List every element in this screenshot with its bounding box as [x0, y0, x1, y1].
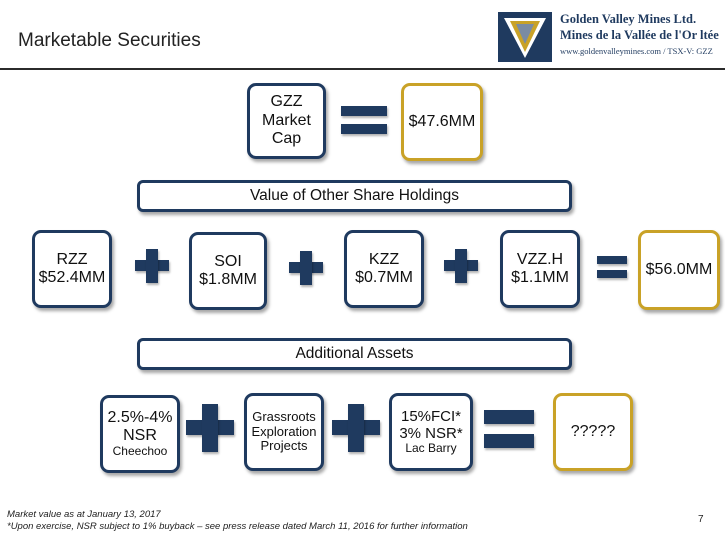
holding-kzz-ticker: KZZ [368, 250, 400, 268]
asset-nsr-rate: 2.5%-4% [107, 408, 173, 426]
gzz-label: GZZ [270, 93, 303, 111]
asset-grassroots-line2: Exploration [251, 423, 317, 439]
cap-label: Cap [271, 130, 302, 148]
gzz-market-cap-value-box: $47.6MM [401, 83, 483, 161]
asset-lac-barry-nsr: 3% NSR* [399, 425, 463, 443]
golden-valley-logo-icon [498, 12, 552, 62]
footnote-nsr-buyback: *Upon exercise, NSR subject to 1% buybac… [7, 521, 468, 532]
section-additional-assets: Additional Assets [137, 338, 572, 370]
company-name-en: Golden Valley Mines Ltd. [560, 12, 697, 26]
asset-lac-barry-box: 15%FCI* 3% NSR* Lac Barry [389, 393, 473, 471]
page-title: Marketable Securities [18, 30, 201, 51]
asset-nsr-property: Cheechoo [112, 444, 168, 459]
company-website: www.goldenvalleymines.com / TSX-V: GZZ [560, 46, 713, 56]
holding-vzz-ticker: VZZ.H [516, 250, 564, 268]
holding-kzz-value: $0.7MM [355, 269, 413, 286]
holding-rzz-value: $52.4MM [38, 269, 106, 286]
asset-lac-barry-fci: 15%FCI* [400, 407, 462, 425]
gzz-market-cap-box: GZZ Market Cap [247, 83, 326, 159]
page-number: 7 [698, 514, 704, 525]
asset-grassroots-line3: Projects [260, 438, 308, 454]
holding-rzz-ticker: RZZ [56, 250, 88, 268]
holding-soi-ticker: SOI [214, 252, 242, 270]
asset-nsr-label: NSR [123, 427, 157, 445]
asset-nsr-cheechoo-box: 2.5%-4% NSR Cheechoo [100, 395, 180, 473]
other-holdings-total-box: $56.0MM [638, 230, 720, 310]
section-other-share-holdings: Value of Other Share Holdings [137, 180, 572, 212]
other-holdings-total-value: $56.0MM [645, 260, 713, 278]
asset-grassroots-line1: Grassroots [252, 408, 316, 424]
market-label: Market [262, 111, 311, 129]
section-additional-assets-label: Additional Assets [295, 345, 414, 362]
asset-grassroots-box: Grassroots Exploration Projects [244, 393, 324, 471]
holding-soi-value: $1.8MM [199, 271, 257, 288]
footnote-market-value: Market value as at January 13, 2017 [7, 509, 161, 520]
holding-vzz-value: $1.1MM [511, 269, 569, 286]
additional-assets-total-value: ????? [570, 422, 616, 440]
holding-vzz-box: VZZ.H $1.1MM [500, 230, 580, 308]
additional-assets-total-box: ????? [553, 393, 633, 471]
holding-soi-box: SOI $1.8MM [189, 232, 267, 310]
gzz-market-cap-value: $47.6MM [408, 112, 476, 130]
header-divider [0, 68, 725, 70]
holding-kzz-box: KZZ $0.7MM [344, 230, 424, 308]
company-name-fr: Mines de la Vallée de l'Or ltée [560, 28, 719, 42]
holding-rzz-box: RZZ $52.4MM [32, 230, 112, 308]
asset-lac-barry-property: Lac Barry [405, 441, 457, 456]
section-other-share-holdings-label: Value of Other Share Holdings [249, 187, 460, 204]
